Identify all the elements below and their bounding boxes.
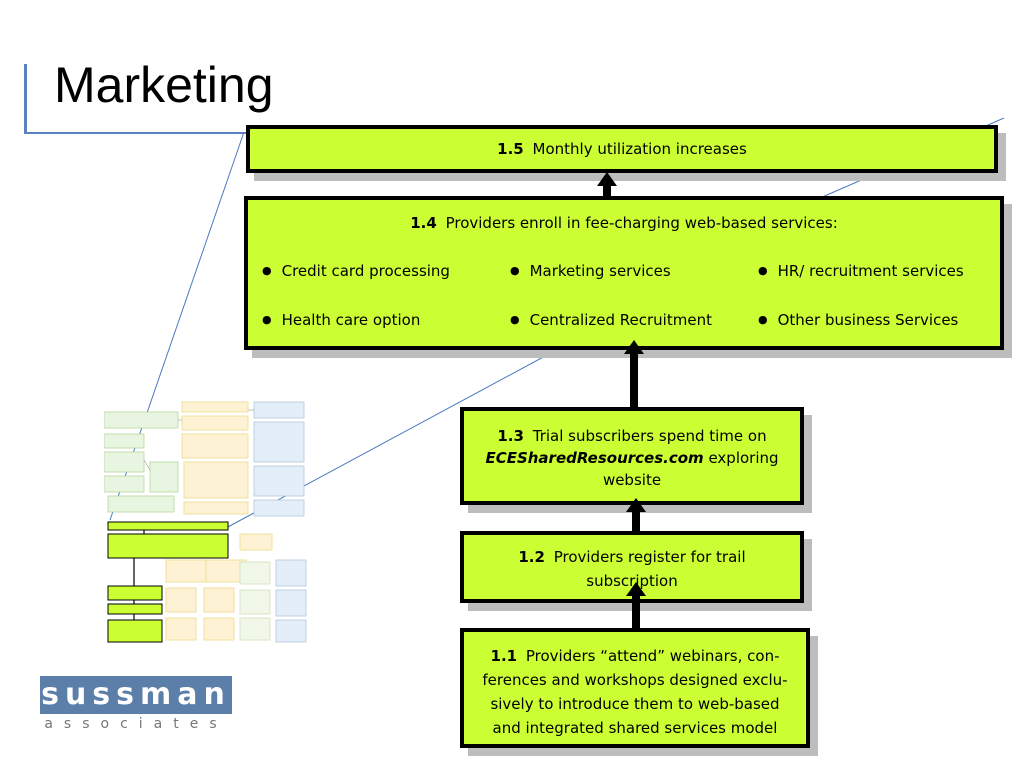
box-1-4-bullets: Credit card processing Marketing service… — [248, 200, 1000, 346]
box-1-2-line1: 1.2 Providers register for trail — [464, 545, 800, 569]
bullet-item: Centralized Recruitment — [510, 311, 712, 329]
box-1-1: 1.1 Providers “attend” webinars, con- fe… — [460, 628, 810, 748]
box-1-2-text: Providers register for trail — [553, 548, 746, 566]
box-1-1-line3: sively to introduce them to web-based — [490, 695, 780, 713]
arrowhead-1-3 — [626, 498, 646, 512]
box-1-1-text: Providers “attend” webinars, con- — [525, 647, 780, 665]
box-1-1-line1: 1.1 Providers “attend” webinars, con- — [464, 644, 806, 668]
arrow-1-1-to-1-2 — [632, 594, 640, 630]
box-1-5-text: Monthly utilization increases — [532, 140, 747, 158]
box-1-4-text: Providers enroll in fee-charging web-bas… — [445, 214, 838, 232]
bullet-item: HR/ recruitment services — [758, 262, 964, 280]
bullet-item: Credit card processing — [262, 262, 450, 280]
arrowhead-1-4 — [624, 340, 644, 354]
box-1-4-heading: 1.4 Providers enroll in fee-charging web… — [248, 214, 1000, 232]
box-1-2-line2: subscription — [586, 572, 678, 590]
box-1-5: 1.5 Monthly utilization increases — [246, 125, 998, 173]
title-accent-bar — [24, 64, 27, 134]
box-1-1-number: 1.1 — [490, 647, 518, 665]
box-1-5-number: 1.5 — [497, 140, 524, 158]
box-1-4-number: 1.4 — [410, 214, 437, 232]
zoom-line-bottom — [225, 347, 561, 529]
bullet-item: Other business Services — [758, 311, 959, 329]
slide-title: Marketing — [54, 57, 274, 113]
box-1-3-line3: website — [602, 471, 662, 489]
title-underline — [24, 132, 254, 134]
arrowhead-1-2 — [626, 582, 646, 596]
bullet-item: Health care option — [262, 311, 421, 329]
bullet-item: Marketing services — [510, 262, 671, 280]
box-1-3-line1: 1.3 Trial subscribers spend time on — [464, 425, 800, 447]
box-1-3-line2: ECESharedResources.com exploring — [464, 447, 800, 469]
arrow-1-4-to-1-5 — [603, 184, 611, 200]
box-1-1-line4: and integrated shared services model — [492, 719, 778, 737]
box-1-2-number: 1.2 — [518, 548, 545, 566]
arrow-1-2-to-1-3 — [632, 510, 640, 534]
arrowhead-1-5 — [597, 172, 617, 186]
box-1-3-text-2: exploring — [708, 449, 779, 467]
box-1-4: 1.4 Providers enroll in fee-charging web… — [244, 196, 1004, 350]
arrow-1-3-to-1-4 — [630, 354, 638, 410]
box-1-3-number: 1.3 — [497, 427, 524, 445]
logic-model-thumbnail — [104, 401, 307, 643]
site-name: ECESharedResources.com — [485, 449, 704, 467]
box-1-3-text: Trial subscribers spend time on — [532, 427, 767, 445]
box-1-1-line2: ferences and workshops designed exclu- — [482, 671, 788, 689]
sussman-logo: sussman — [40, 676, 232, 714]
box-1-3: 1.3 Trial subscribers spend time on ECES… — [460, 407, 804, 505]
logo-subtitle: associates — [44, 716, 228, 732]
